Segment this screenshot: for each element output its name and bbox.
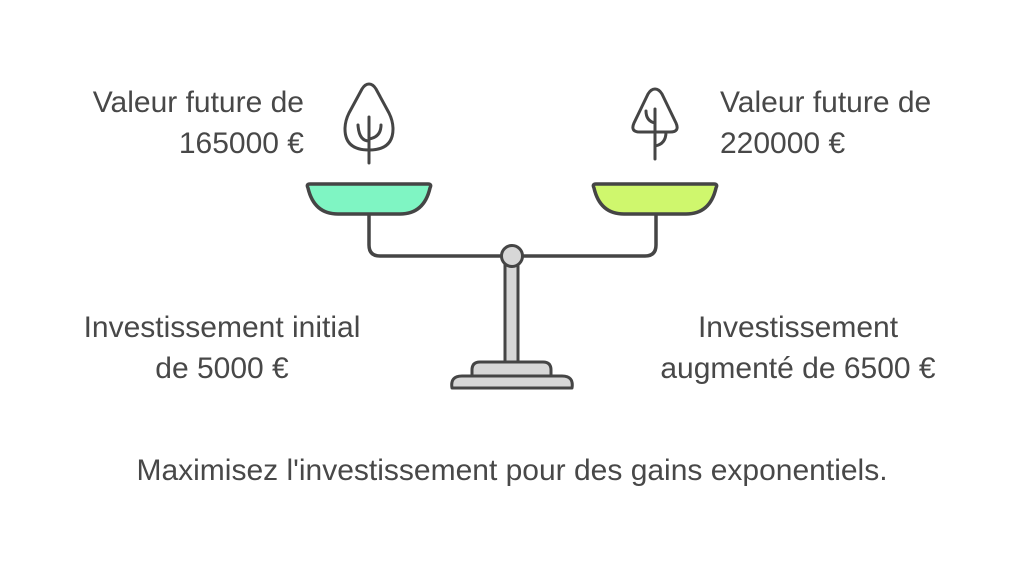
right-investment-line2: augmenté de 6500 € [660, 352, 936, 385]
right-investment-label: Investissement augmenté de 6500 € [638, 307, 958, 389]
left-pan [305, 182, 433, 216]
left-investment-line2: de 5000 € [155, 352, 289, 385]
left-future-value-line1: Valeur future de [92, 86, 304, 119]
scale-pivot [500, 244, 524, 268]
left-investment-line1: Investissement initial [83, 311, 361, 344]
right-future-value-line2: 220000 € [720, 127, 846, 160]
diagram-caption: Maximisez l'investissement pour des gain… [136, 454, 888, 487]
conifer-tree-icon [631, 87, 679, 161]
scale-base-lower [450, 374, 574, 390]
left-investment-label: Investissement initial de 5000 € [62, 307, 382, 389]
right-pan [591, 182, 719, 216]
right-future-value-label: Valeur future de 220000 € [720, 82, 931, 164]
scale-base-upper [470, 360, 553, 378]
deciduous-tree-icon [343, 82, 395, 165]
left-future-value-line2: 165000 € [178, 127, 304, 160]
scale-pole [503, 263, 520, 364]
left-future-value-label: Valeur future de 165000 € [93, 82, 304, 164]
right-investment-line1: Investissement [697, 311, 899, 344]
right-future-value-line1: Valeur future de [720, 86, 932, 119]
